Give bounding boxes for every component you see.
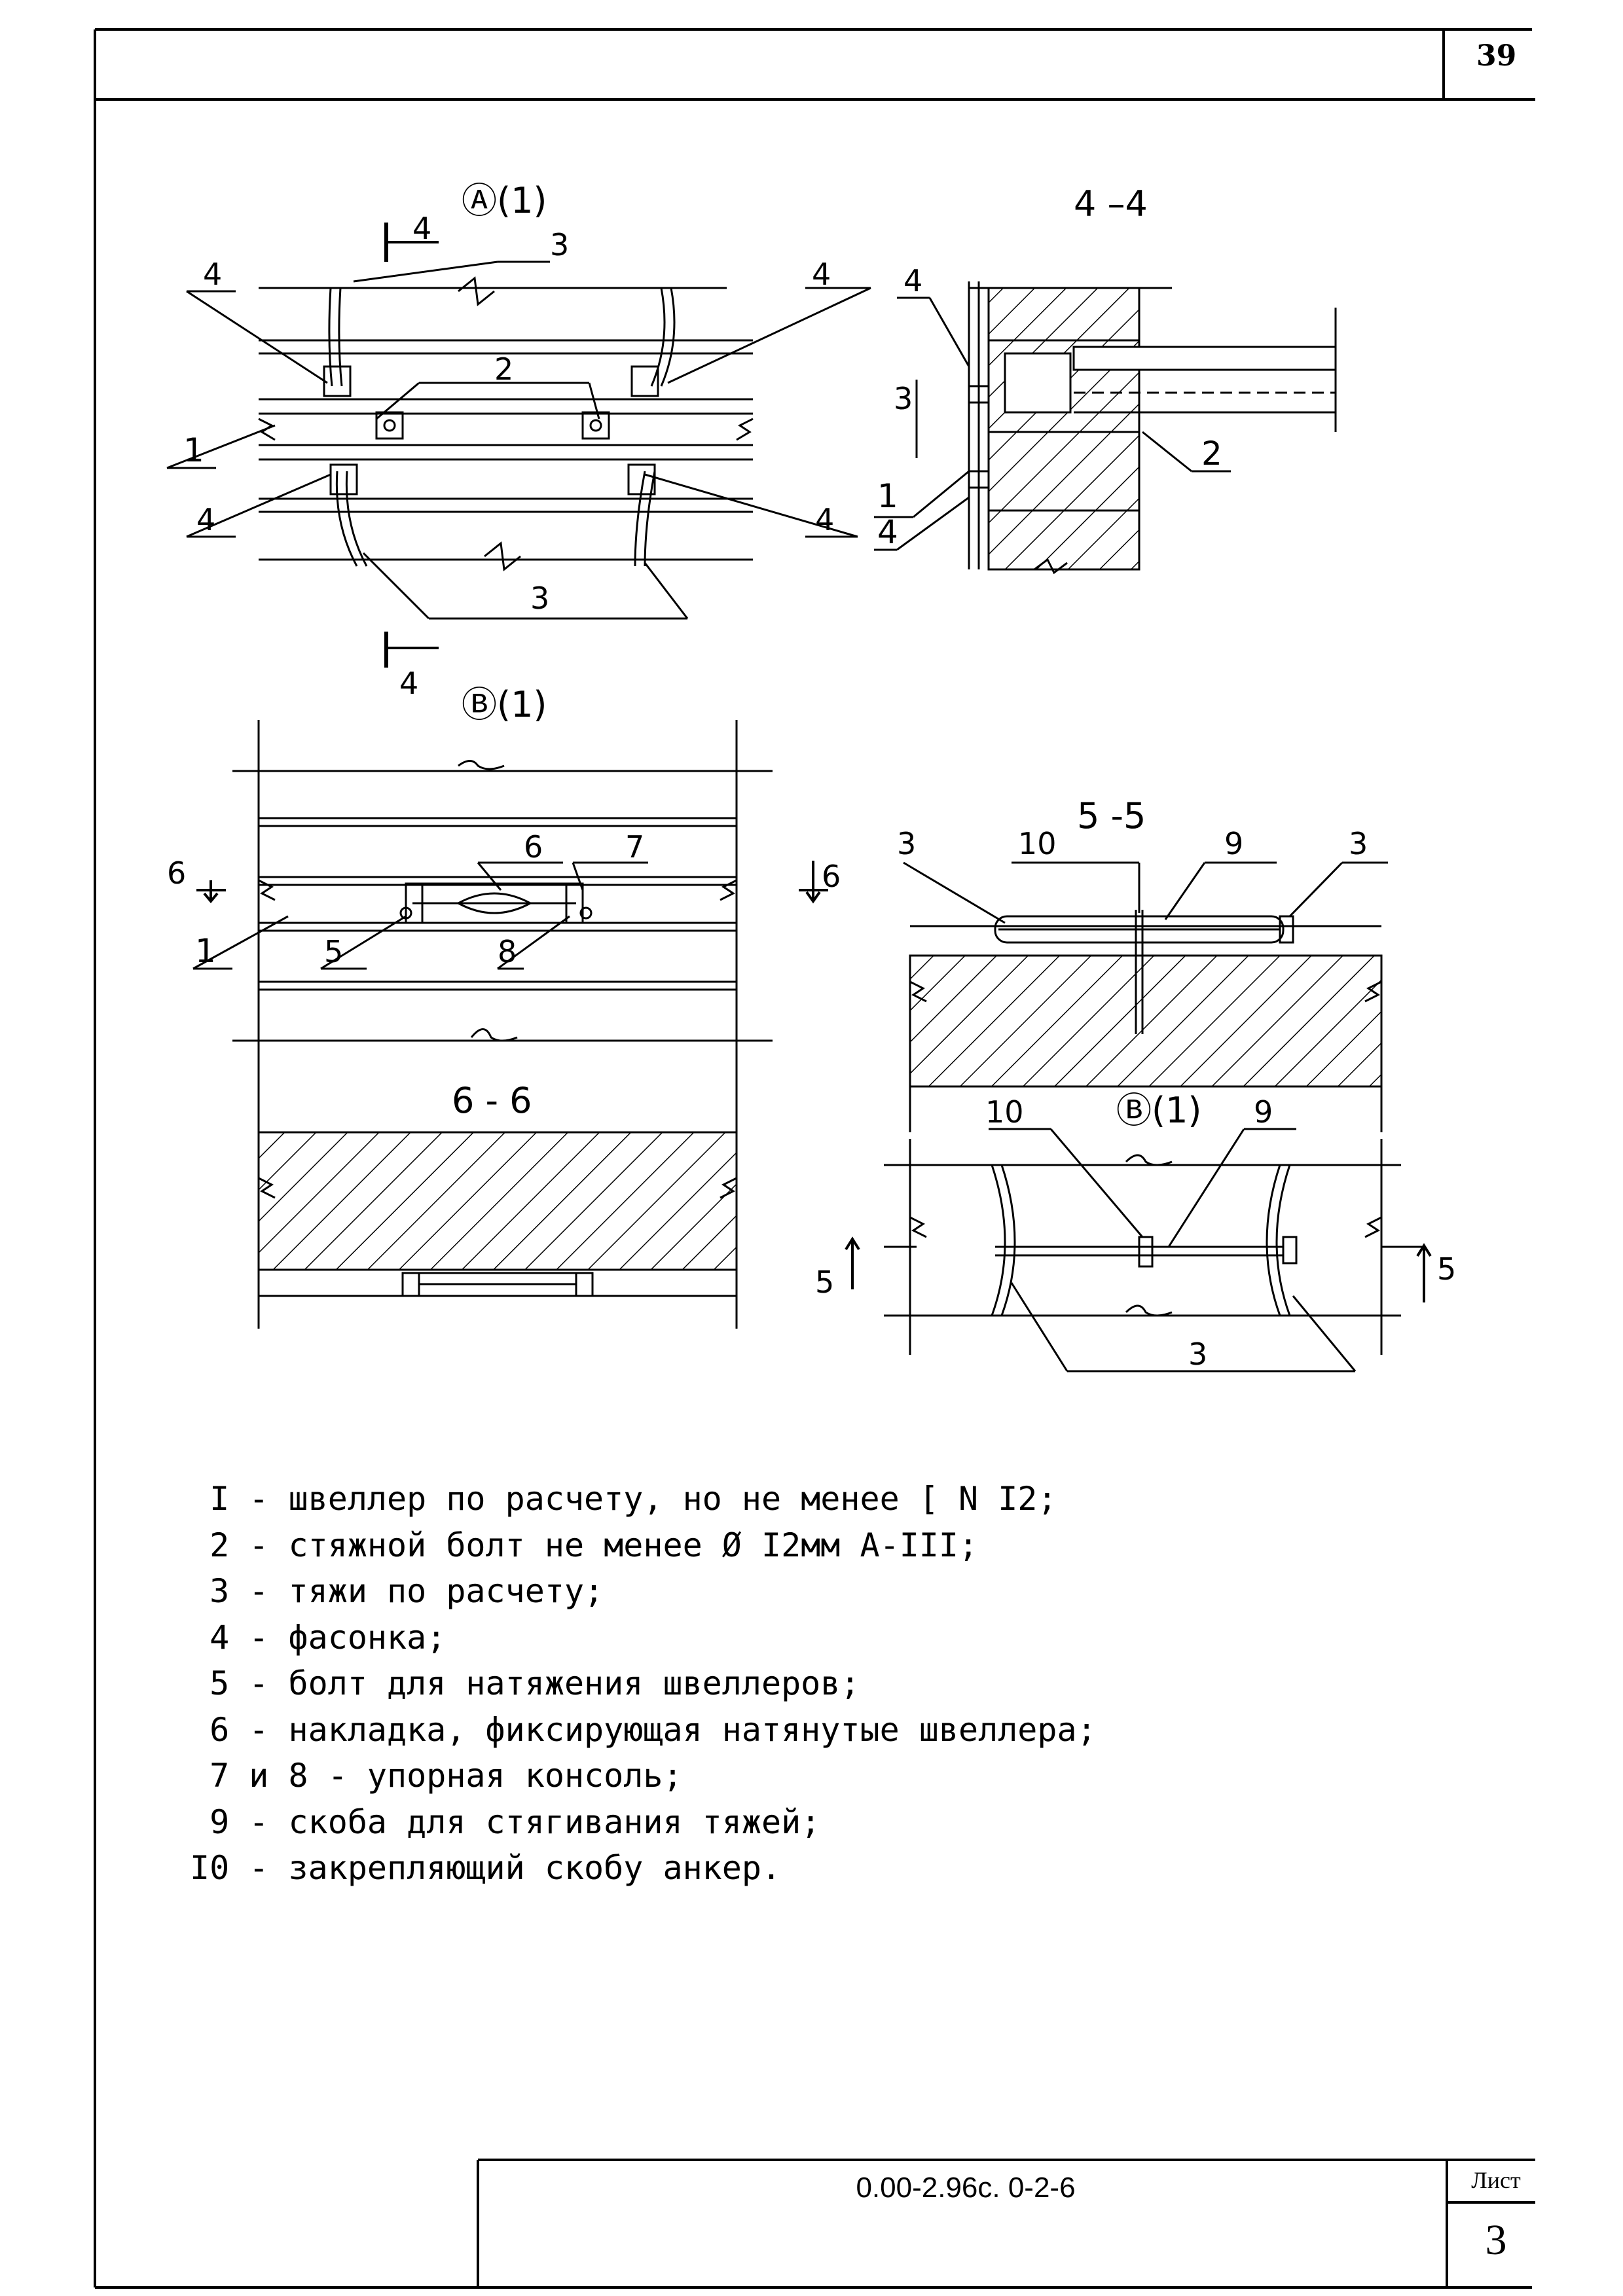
section-5-5-callout-3-right: 3 <box>1349 826 1368 861</box>
cut-mark-6-right: 6 <box>822 859 841 894</box>
callout-4-top-left: 4 <box>203 257 222 292</box>
section-4-4-callout-2: 2 <box>1201 435 1222 473</box>
cut-5-left-arrow <box>845 1236 860 1289</box>
legend-item: 2 - стяжной болт не менее Ø I2мм A-III; <box>190 1526 979 1564</box>
page-number: 39 <box>1476 39 1516 73</box>
section-5-5-title: 5 -5 <box>1077 795 1146 836</box>
callout-6: 6 <box>524 829 543 865</box>
view-v-title: Ⓑ(1) <box>462 684 547 725</box>
section-6-6 <box>257 1131 738 1297</box>
section-4-4-callout-4-top: 4 <box>903 263 922 298</box>
callout-7: 7 <box>625 829 644 865</box>
legend-item: 5 - болт для натяжения швеллеров; <box>190 1664 860 1702</box>
cut-mark-bottom-4: 4 <box>399 666 418 701</box>
cut-6-right-arrow <box>805 861 821 904</box>
legend-item: I0 - закрепляющий скобу анкер. <box>190 1849 782 1887</box>
section-4-4-callout-1: 1 <box>877 477 898 515</box>
document-code: 0.00-2.96с. 0-2-6 <box>856 2172 1076 2204</box>
cut-6-left-arrow <box>203 880 219 904</box>
legend-item: 3 - тяжи по расчету; <box>190 1572 604 1610</box>
section-5-5-callout-9: 9 <box>1224 826 1243 861</box>
section-5-5-callout-10: 10 <box>1018 826 1057 861</box>
section-4-4 <box>874 281 1337 575</box>
view-b <box>884 1128 1424 1372</box>
legend-item: I - швеллер по расчету, но не менее [ N … <box>190 1480 1057 1518</box>
title-block <box>477 2159 1535 2287</box>
view-v <box>192 720 828 1329</box>
cut-mark-5-left: 5 <box>815 1265 834 1300</box>
callout-4-top-right: 4 <box>812 257 831 292</box>
section-4-4-callout-3: 3 <box>894 381 913 416</box>
callout-3-bottom: 3 <box>530 581 549 616</box>
view-b-title: Ⓑ(1) <box>1116 1090 1202 1131</box>
callout-1: 1 <box>183 431 204 469</box>
section-5-5 <box>903 861 1388 1132</box>
callout-3-top: 3 <box>550 227 569 262</box>
section-4-4-title: 4 –4 <box>1074 183 1148 224</box>
legend-item: 9 - скоба для стягивания тяжей; <box>190 1803 821 1841</box>
cut-mark-5-right: 5 <box>1437 1251 1456 1287</box>
sheet-label: Лист <box>1471 2167 1521 2193</box>
cut-mark-top-4: 4 <box>412 211 431 246</box>
cut-mark-6-left: 6 <box>167 855 186 891</box>
callout-4-bottom-right: 4 <box>815 502 834 537</box>
legend-item: 7 и 8 - упорная консоль; <box>190 1757 683 1795</box>
view-b-callout-3: 3 <box>1188 1336 1207 1372</box>
sheet-frame <box>94 28 1535 2289</box>
callout-5: 5 <box>324 934 343 969</box>
view-a-title: Ⓐ(1) <box>462 180 547 221</box>
legend: I - швеллер по расчету, но не менее [ N … <box>190 1476 1434 1892</box>
section-5-5-callout-3-left: 3 <box>897 826 916 861</box>
view-a <box>166 223 871 668</box>
legend-item: 6 - накладка, фиксирующая натянутые швел… <box>190 1710 1097 1749</box>
cut-5-right-arrow <box>1416 1243 1432 1302</box>
sheet-number: 3 <box>1485 2216 1507 2264</box>
view-b-callout-10: 10 <box>985 1094 1024 1130</box>
callout-8: 8 <box>498 934 517 969</box>
section-4-4-callout-4: 4 <box>877 513 898 551</box>
legend-item: 4 - фасонка; <box>190 1618 447 1657</box>
callout-1-v: 1 <box>195 932 216 970</box>
callout-4-bottom-left: 4 <box>196 502 215 537</box>
section-6-6-title: 6 - 6 <box>452 1080 532 1121</box>
view-b-callout-9: 9 <box>1254 1094 1273 1130</box>
callout-2: 2 <box>494 351 513 387</box>
